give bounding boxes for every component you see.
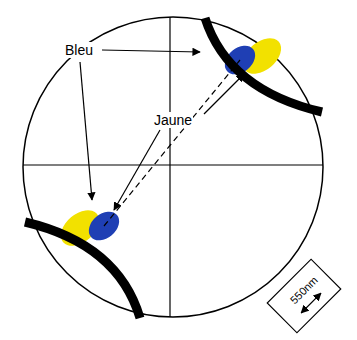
- leader-arrow: [80, 62, 92, 200]
- isogyre: [205, 18, 322, 112]
- crosshair: [23, 164, 323, 165]
- leader-arrow: [114, 130, 160, 210]
- dashed-axis: [104, 60, 240, 226]
- accessory-plate: [267, 259, 341, 333]
- isogyre: [25, 222, 140, 318]
- leader-arrow: [204, 74, 244, 114]
- color-label: Jaune: [153, 112, 193, 128]
- leader-arrow: [102, 50, 200, 52]
- color-label: Bleu: [64, 42, 94, 58]
- field-circle: [23, 17, 323, 317]
- crosshair: [169, 17, 170, 317]
